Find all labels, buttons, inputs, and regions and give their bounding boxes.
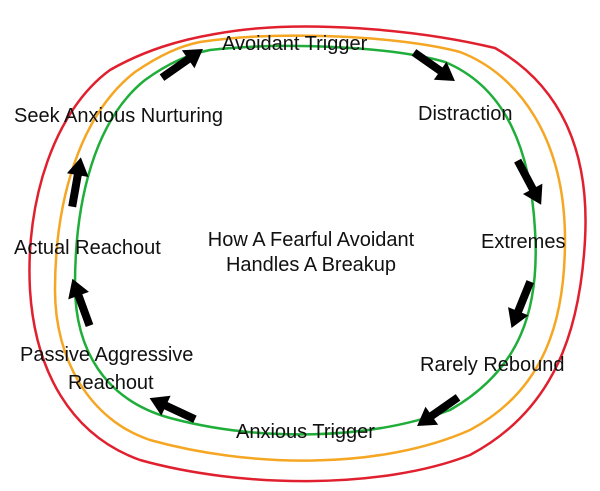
node-passive-aggressive-line1: Passive Aggressive bbox=[20, 344, 194, 366]
node-anxious-trigger: Anxious Trigger bbox=[236, 421, 375, 443]
arrow-bottom-left bbox=[149, 395, 197, 423]
center-title-line2: Handles A Breakup bbox=[225, 254, 397, 276]
arrow-top-left bbox=[159, 48, 203, 81]
green-loop bbox=[73, 44, 537, 436]
arrow-right-upper bbox=[514, 158, 543, 205]
arrow-bottom-right bbox=[417, 394, 461, 427]
node-rarely-rebound: Rarely Rebound bbox=[420, 354, 565, 376]
node-avoidant-trigger: Avoidant Trigger bbox=[222, 33, 368, 55]
arrow-right-lower bbox=[508, 280, 534, 328]
arrow-left-upper bbox=[66, 157, 89, 208]
center-title: How A Fearful Avoidant Handles A Breakup bbox=[181, 228, 441, 278]
node-seek-anxious-nurturing: Seek Anxious Nurturing bbox=[14, 105, 224, 127]
arrow-left-lower bbox=[68, 278, 94, 328]
node-actual-reachout: Actual Reachout bbox=[14, 237, 161, 259]
arrow-top-right bbox=[411, 49, 455, 82]
node-distraction: Distraction bbox=[418, 103, 513, 125]
center-title-line1: How A Fearful Avoidant bbox=[207, 229, 415, 251]
node-passive-aggressive-line2: Reachout bbox=[68, 372, 154, 394]
node-extremes: Extremes bbox=[481, 231, 566, 253]
red-loop bbox=[28, 25, 587, 483]
